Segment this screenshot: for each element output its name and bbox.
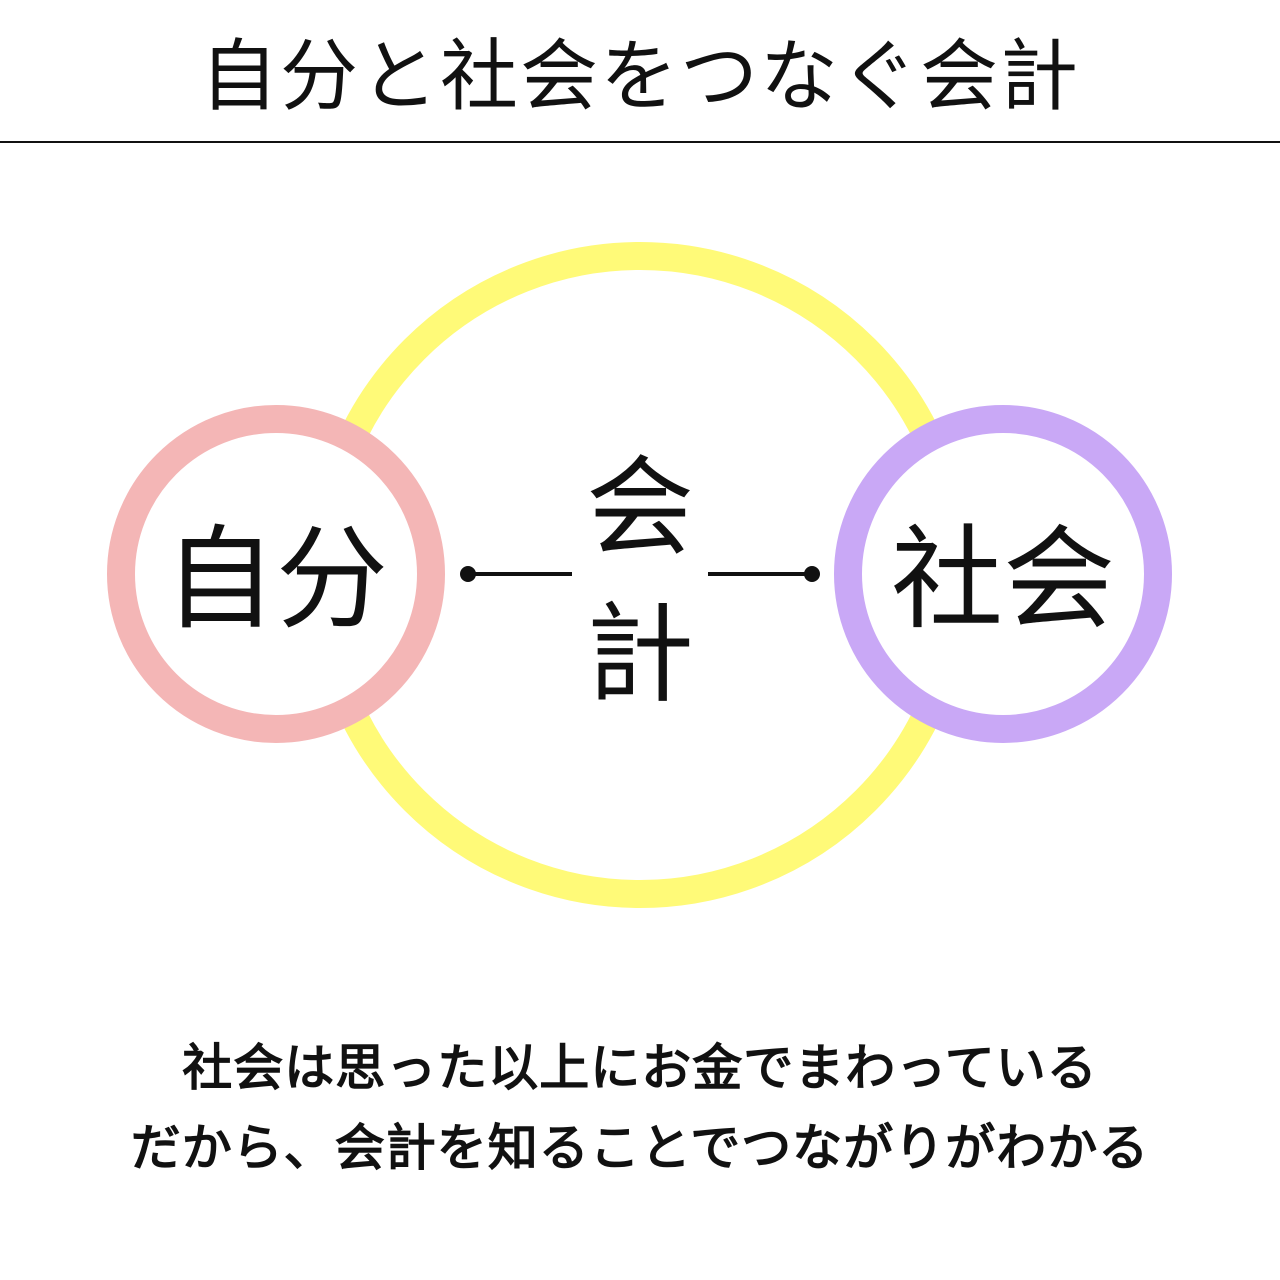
self-node-label: 自分 xyxy=(164,515,388,645)
society-node-label: 社会 xyxy=(891,515,1115,645)
caption-line-2: だから、会計を知ることでつながりがわかる xyxy=(130,1119,1150,1177)
caption-line-1: 社会は思った以上にお金でまわっている xyxy=(182,1039,1098,1097)
right-connector-dot xyxy=(804,566,820,582)
page-title: 自分と社会をつなぐ会計 xyxy=(199,32,1080,122)
accounting-label-top: 会 xyxy=(586,446,694,571)
accounting-label-bottom: 計 xyxy=(586,593,694,718)
self-node-circle xyxy=(107,405,445,743)
left-connector-dot xyxy=(460,566,476,582)
title-divider xyxy=(0,141,1280,143)
society-node-circle xyxy=(834,405,1172,743)
